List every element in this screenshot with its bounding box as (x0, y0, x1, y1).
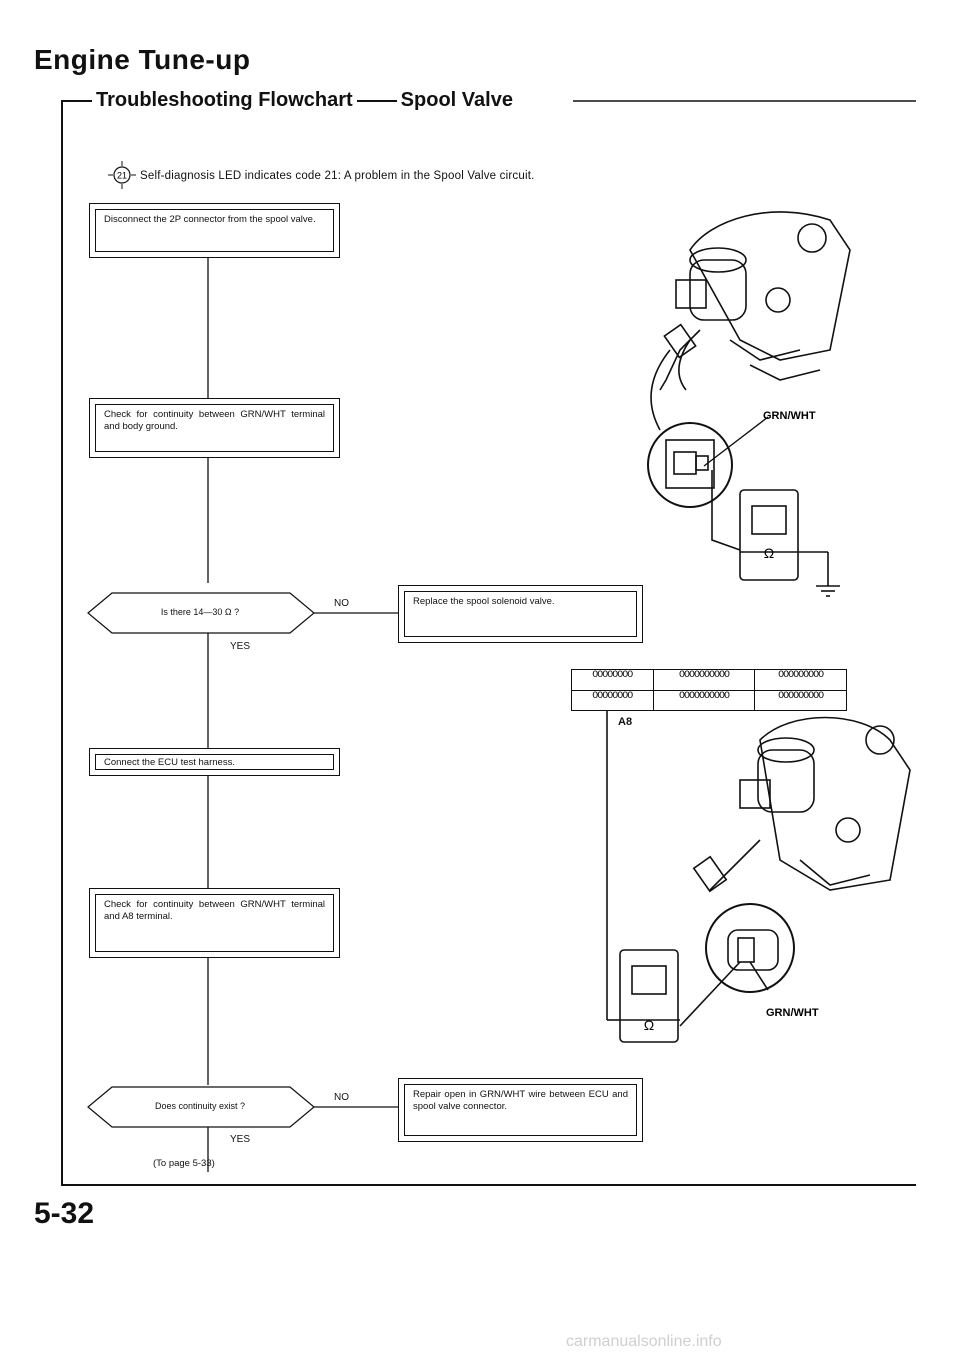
step-check-a8-box: Check for continuity between GRN/WHT ter… (89, 888, 340, 958)
diagnosis-code: 21 (117, 171, 127, 181)
subtitle-topic: Spool Valve (400, 89, 513, 111)
step-check-ground-text: Check for continuity between GRN/WHT ter… (95, 404, 334, 452)
wire-label-bottom: GRN/WHT (766, 1007, 819, 1019)
spool-valve-illustration-bottom: Ω GRN/WHT (606, 710, 911, 1043)
decision-continuity (87, 1086, 315, 1128)
fail-repair-box: Repair open in GRN/WHT wire between ECU … (398, 1078, 643, 1142)
fail-replace-box: Replace the spool solenoid valve. (398, 585, 643, 643)
step-check-a8-text: Check for continuity between GRN/WHT ter… (95, 894, 334, 952)
decision-resistance (87, 592, 315, 634)
ohm-symbol-top: Ω (764, 545, 774, 561)
continue-note: (To page 5-33) (153, 1158, 215, 1169)
decision-resistance-text: Is there 14—30 Ω ? (160, 607, 240, 617)
subtitle-text: Troubleshooting Flowchart (96, 89, 353, 111)
step-connect-harness-text: Connect the ECU test harness. (95, 754, 334, 770)
step-disconnect-text: Disconnect the 2P connector from the spo… (95, 209, 334, 252)
subtitle-dash (356, 99, 397, 102)
diagnosis-code-icon: 21 (108, 161, 136, 189)
connector-row2-a: OOOOOOOO (572, 691, 654, 710)
page-number: 5-32 (34, 1197, 95, 1230)
connector-row1-c: OOOOOOOOO (778, 670, 824, 681)
fail-replace-text: Replace the spool solenoid valve. (404, 591, 637, 637)
section-subtitle: Troubleshooting Flowchart Spool Valve (96, 89, 513, 112)
step-connect-harness-box: Connect the ECU test harness. (89, 748, 340, 776)
decision2-yes-label: YES (230, 1134, 251, 1145)
watermark: carmanualsonline.info (566, 1333, 722, 1350)
spool-valve-illustration-top: GRN/WHT Ω (647, 211, 851, 597)
ohm-symbol-bottom: Ω (644, 1017, 654, 1033)
terminal-a8-label: A8 (618, 716, 633, 728)
connector-row1-b: OOOOOOOOOO (654, 670, 756, 690)
connector-row2-c: OOOOOOOOO (778, 691, 824, 702)
wire-label-top: GRN/WHT (763, 410, 816, 422)
decision2-no-label: NO (334, 1092, 349, 1103)
page-title: Engine Tune-up (34, 44, 251, 75)
decision1-no-label: NO (334, 598, 349, 609)
ecu-connector: OOOOOOOO OOOOOOOOOO OOOOOOOOO OOOOOOOO O… (571, 669, 847, 711)
step-check-ground-box: Check for continuity between GRN/WHT ter… (89, 398, 340, 458)
intro-text: Self-diagnosis LED indicates code 21: A … (140, 170, 535, 182)
decision-continuity-text: Does continuity exist ? (154, 1101, 246, 1111)
decision1-yes-label: YES (230, 641, 251, 652)
step-disconnect-box: Disconnect the 2P connector from the spo… (89, 203, 340, 258)
connector-row1-a: OOOOOOOO (572, 670, 654, 690)
fail-repair-text: Repair open in GRN/WHT wire between ECU … (404, 1084, 637, 1136)
connector-row2-b: OOOOOOOOOO (654, 691, 756, 710)
